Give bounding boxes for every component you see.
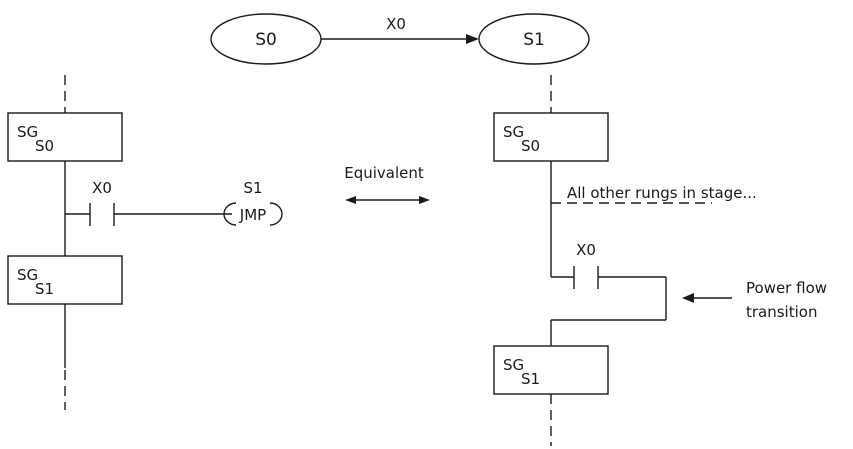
equivalent-arrow-right-head bbox=[419, 196, 430, 204]
right-stage-s1-sub: S1 bbox=[521, 370, 540, 388]
right-ladder: SG S0 All other rungs in stage... X0 Pow… bbox=[493, 75, 827, 446]
left-stage-s1-box bbox=[7, 255, 123, 305]
right-other-rungs-label: All other rungs in stage... bbox=[567, 184, 757, 202]
state-s0-label: S0 bbox=[255, 30, 277, 50]
right-contact-label: X0 bbox=[576, 241, 596, 259]
left-stage-s1-main: SG bbox=[17, 266, 38, 284]
jmp-coil-right-arc bbox=[269, 202, 283, 226]
power-flow-label-2: transition bbox=[746, 303, 817, 321]
power-flow-label-1: Power flow bbox=[746, 279, 827, 297]
equivalent-label: Equivalent bbox=[344, 164, 424, 182]
state-transition: S0 X0 S1 bbox=[210, 13, 590, 65]
state-s1-ellipse bbox=[478, 13, 590, 65]
transition-label: X0 bbox=[386, 15, 406, 33]
jmp-coil-left-arc bbox=[223, 202, 237, 226]
jmp-coil-label: JMP bbox=[239, 206, 266, 224]
power-flow-arrow-head bbox=[682, 293, 694, 303]
transition-arrow-head bbox=[466, 34, 479, 44]
left-ladder: SG S0 X0 JMP S1 SG S1 bbox=[7, 75, 283, 410]
left-stage-s1-sub: S1 bbox=[35, 280, 54, 298]
equivalent-marker: Equivalent bbox=[344, 164, 430, 204]
state-s1-label: S1 bbox=[523, 30, 545, 50]
left-contact-label: X0 bbox=[92, 179, 112, 197]
equivalent-arrow-left-head bbox=[345, 196, 356, 204]
right-stage-s0-sub: S0 bbox=[521, 137, 540, 155]
left-stage-s0-box bbox=[7, 112, 123, 162]
left-stage-s0-main: SG bbox=[17, 123, 38, 141]
left-stage-s0-sub: S0 bbox=[35, 137, 54, 155]
right-stage-s1-main: SG bbox=[503, 356, 524, 374]
right-stage-s0-main: SG bbox=[503, 123, 524, 141]
right-stage-s1-box bbox=[493, 345, 609, 395]
jmp-target-label: S1 bbox=[243, 179, 262, 197]
